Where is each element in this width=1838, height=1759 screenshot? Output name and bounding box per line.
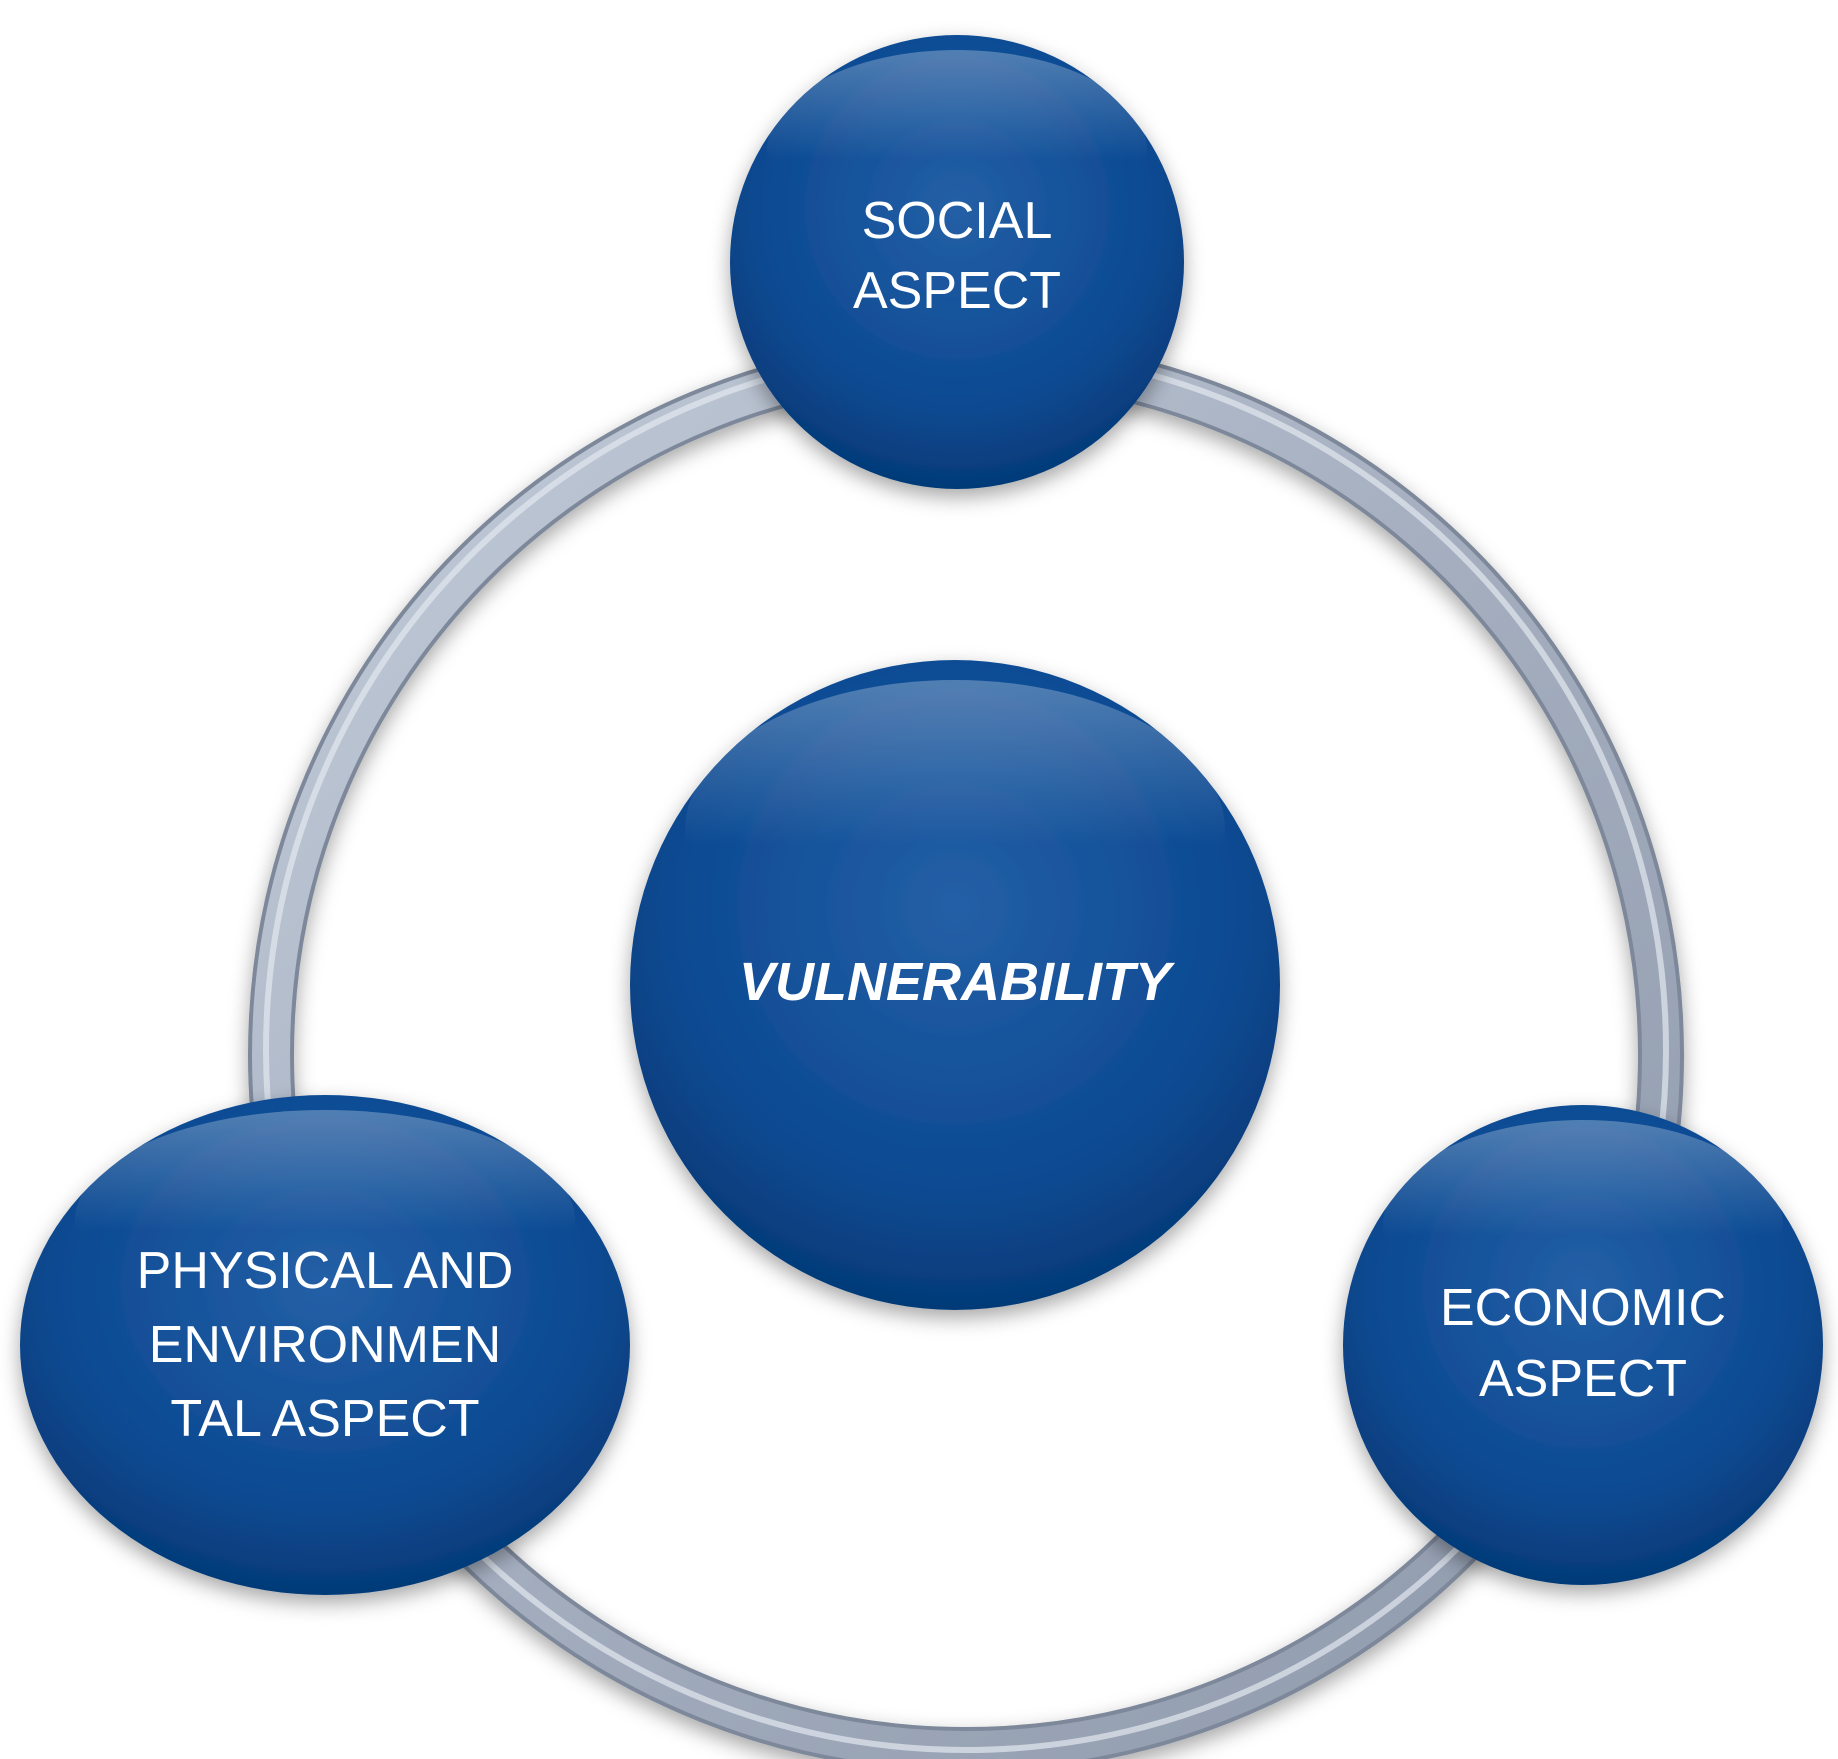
- node-label-line: ENVIRONMEN: [149, 1316, 501, 1374]
- center-label: VULNERABILITY: [739, 952, 1176, 1012]
- node-label-line: TAL ASPECT: [170, 1390, 479, 1448]
- node-social-aspect: SOCIAL ASPECT: [730, 35, 1184, 489]
- center-node-vulnerability: VULNERABILITY: [630, 660, 1280, 1310]
- node-label-line: PHYSICAL AND: [137, 1242, 514, 1300]
- node-label-line: ECONOMIC: [1440, 1279, 1726, 1337]
- node-economic-aspect: ECONOMIC ASPECT: [1343, 1105, 1823, 1585]
- node-physical-environmental-aspect: PHYSICAL AND ENVIRONMEN TAL ASPECT: [20, 1095, 630, 1595]
- node-label-line: ASPECT: [1479, 1350, 1687, 1408]
- node-label-line: SOCIAL: [862, 192, 1053, 250]
- node-label-line: ASPECT: [853, 262, 1061, 320]
